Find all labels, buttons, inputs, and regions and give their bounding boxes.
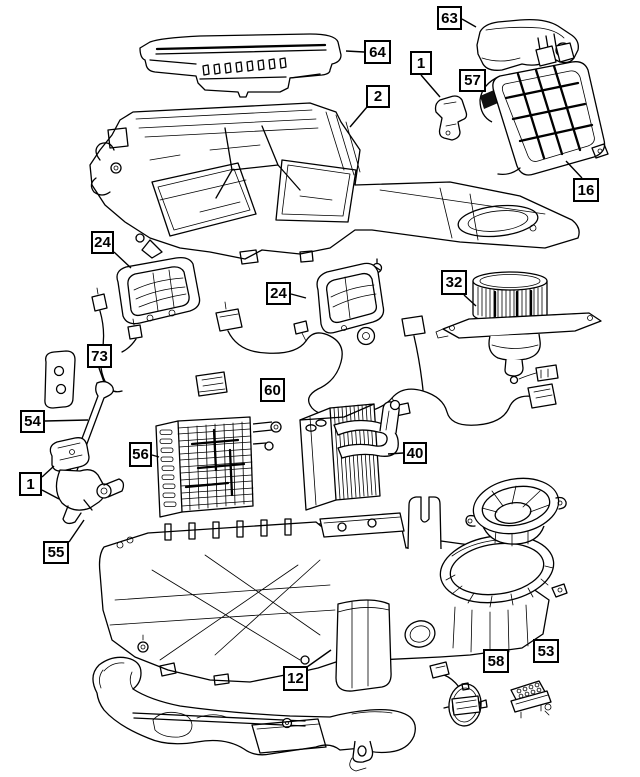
actuator-bracket-drawing [49, 437, 125, 525]
leader-line-54 [44, 419, 89, 422]
callout-57-3: 57 [459, 69, 486, 92]
callout-32-8: 32 [441, 270, 467, 295]
leader-line-56 [151, 454, 160, 458]
lower-housing-drawing [98, 496, 568, 692]
callout-63-0: 63 [437, 6, 462, 30]
upper-housing-drawing [89, 102, 580, 265]
callout-64-1: 64 [364, 40, 391, 64]
blower-resistor-drawing [510, 680, 552, 719]
air-inlet-housing-drawing [479, 33, 609, 176]
blower-inlet-collar-drawing [465, 477, 567, 547]
leader-line-24 [113, 251, 132, 269]
callout-1-14: 1 [19, 472, 42, 496]
callout-60-10: 60 [260, 378, 285, 402]
leader-line-12 [306, 649, 332, 668]
floor-duct-drawing [92, 656, 416, 772]
callout-54-11: 54 [20, 410, 45, 433]
leader-line-55 [68, 519, 85, 543]
vent-outlet-left-drawing [116, 256, 201, 325]
leader-line-1 [420, 74, 441, 98]
leader-line-1 [41, 465, 55, 478]
wiring-harness-drawing [91, 287, 557, 426]
callout-16-5: 16 [573, 178, 599, 202]
callout-56-12: 56 [129, 442, 152, 467]
blower-motor-drawing [435, 271, 602, 385]
vent-outlet-right-drawing [316, 262, 385, 334]
leader-line-32 [463, 294, 477, 307]
callout-55-15: 55 [43, 541, 69, 564]
leader-line-64 [345, 50, 365, 53]
callout-40-13: 40 [403, 442, 427, 464]
callout-53-18: 53 [533, 639, 559, 663]
callout-24-7: 24 [266, 282, 291, 305]
leader-line-24 [290, 293, 307, 299]
leader-line-40 [387, 452, 404, 455]
seal-pad-drawing [44, 350, 76, 409]
leader-lines [41, 18, 583, 668]
vacuum-actuator-drawing [429, 661, 488, 727]
callout-1-2: 1 [410, 51, 432, 75]
grommet-drawing [356, 326, 376, 346]
callout-2-4: 2 [366, 85, 390, 108]
leader-line-16 [565, 160, 583, 179]
leader-line-1 [41, 489, 60, 500]
mounting-bracket-drawing [434, 95, 468, 141]
callout-58-17: 58 [483, 649, 509, 673]
top-cover-drawing [139, 33, 342, 98]
callout-12-16: 12 [283, 666, 308, 691]
leader-line-73 [98, 367, 105, 383]
evaporator-drawing [299, 399, 401, 511]
heater-core-drawing [155, 416, 282, 518]
callout-24-6: 24 [91, 231, 114, 254]
callout-73-9: 73 [87, 344, 112, 368]
leader-line-63 [461, 18, 477, 28]
leader-line-2 [349, 106, 368, 128]
